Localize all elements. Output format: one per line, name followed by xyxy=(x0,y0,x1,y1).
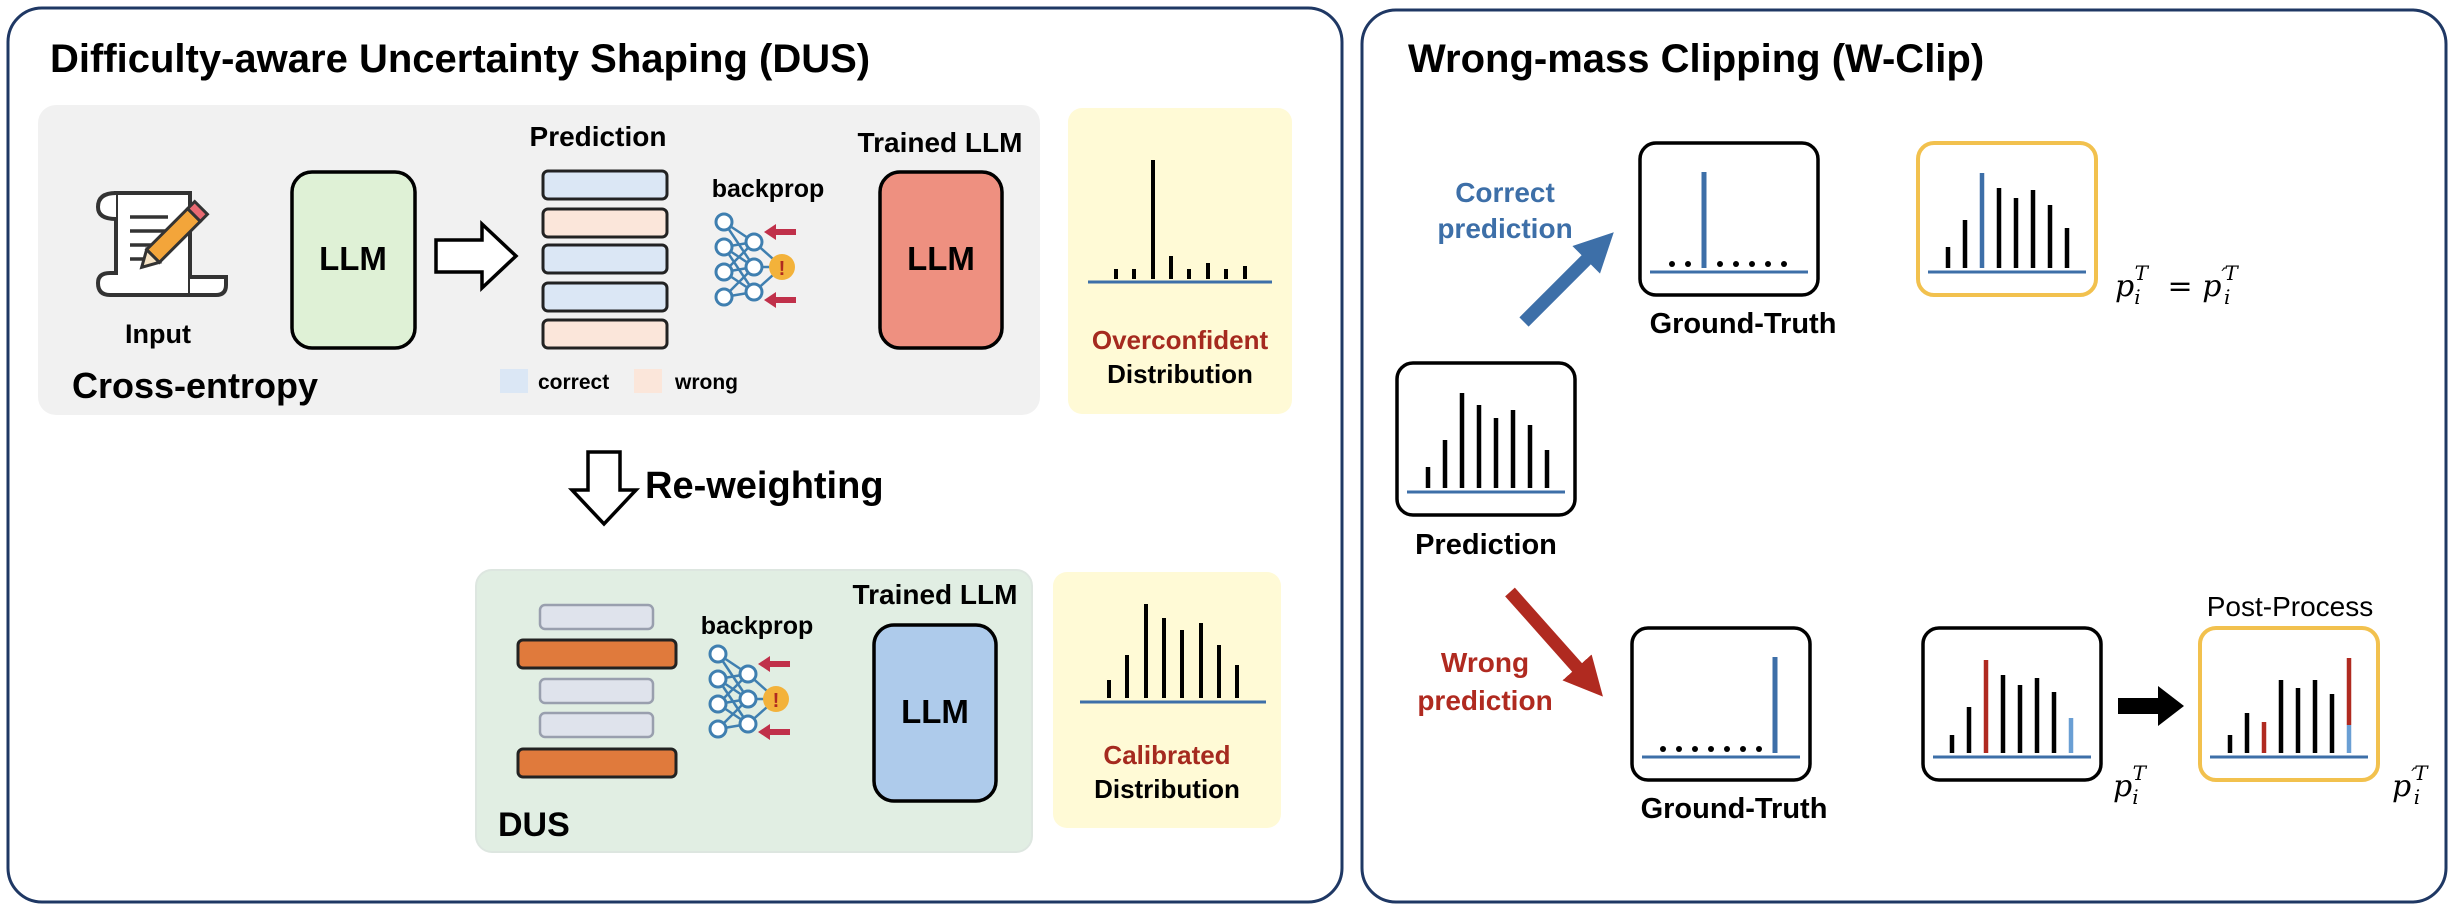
ground-truth-top-dots xyxy=(1669,261,1787,267)
trained-llm-label-bottom: Trained LLM xyxy=(853,579,1018,610)
svg-text:piT = p′iT: piT = p′iT xyxy=(2115,261,2239,309)
calibrated-distribution-card xyxy=(1053,572,1281,828)
right-panel-title: Wrong-mass Clipping (W-Clip) xyxy=(1408,37,1984,81)
ground-truth-bottom-label: Ground-Truth xyxy=(1641,793,1828,825)
overconfident-bars xyxy=(1114,160,1247,279)
backprop-label-bottom: backprop xyxy=(701,612,814,640)
document-pencil-icon xyxy=(95,191,228,297)
overconfident-distribution-card xyxy=(1068,108,1292,414)
wrong-prediction-label: prediction xyxy=(1417,685,1552,716)
wrong-distribution-bars xyxy=(1949,660,2074,753)
trained-llm-label-top: Trained LLM xyxy=(858,127,1023,158)
cross-entropy-region xyxy=(38,105,1040,415)
post-process-label: Post-Process xyxy=(2207,591,2374,622)
llm-box-green xyxy=(290,170,417,350)
dus-label: DUS xyxy=(498,806,570,844)
hollow-arrow-down-icon xyxy=(567,450,641,527)
reweighting-label: Re-weighting xyxy=(645,465,884,507)
trained-llm-box-salmon xyxy=(878,170,1004,350)
left-panel-title: Difficulty-aware Uncertainty Shaping (DU… xyxy=(50,37,870,81)
arrow-up-right-icon xyxy=(1519,232,1614,327)
correct-result-bars xyxy=(1945,173,2070,268)
ground-truth-bottom-box xyxy=(1630,626,1812,782)
hollow-arrow-right-icon xyxy=(434,219,519,293)
legend-wrong-swatch xyxy=(634,369,662,393)
calibrated-bars xyxy=(1107,604,1239,698)
dus-prediction-stack xyxy=(516,603,678,779)
ground-truth-top-label: Ground-Truth xyxy=(1650,308,1837,340)
ground-truth-top-box xyxy=(1638,141,1820,297)
trained-llm-box-blue-label: LLM xyxy=(901,693,969,730)
ground-truth-bottom-dots xyxy=(1660,746,1762,752)
overconfident-distribution-label: Distribution xyxy=(1107,359,1253,389)
legend-correct-swatch xyxy=(500,369,528,393)
input-label: Input xyxy=(125,319,191,349)
trained-llm-box-blue xyxy=(872,623,998,803)
prediction-label: Prediction xyxy=(530,121,667,152)
overconfident-label: Overconfident xyxy=(1092,325,1269,355)
wrong-label: Wrong xyxy=(1441,647,1529,678)
trained-llm-box-salmon-label: LLM xyxy=(907,240,975,277)
backprop-label-top: backprop xyxy=(712,175,825,203)
arrow-down-right-icon xyxy=(1505,587,1603,697)
formula-equal: piT = p′iT xyxy=(2115,261,2239,309)
correct-label: Correct xyxy=(1455,177,1555,208)
prediction-bars xyxy=(1425,393,1550,488)
calibrated-distribution-label: Distribution xyxy=(1094,774,1240,804)
legend-correct-label: correct xyxy=(538,371,609,394)
cross-entropy-label: Cross-entropy xyxy=(72,365,318,406)
prediction-label-right: Prediction xyxy=(1415,529,1557,561)
llm-box-green-label: LLM xyxy=(319,240,387,277)
prediction-stack xyxy=(541,169,669,350)
arrow-right-icon xyxy=(2118,686,2184,726)
calibrated-label: Calibrated xyxy=(1103,740,1230,770)
correct-prediction-label: prediction xyxy=(1437,213,1572,244)
legend-wrong-label: wrong xyxy=(674,371,738,394)
post-process-bars xyxy=(2227,658,2352,753)
